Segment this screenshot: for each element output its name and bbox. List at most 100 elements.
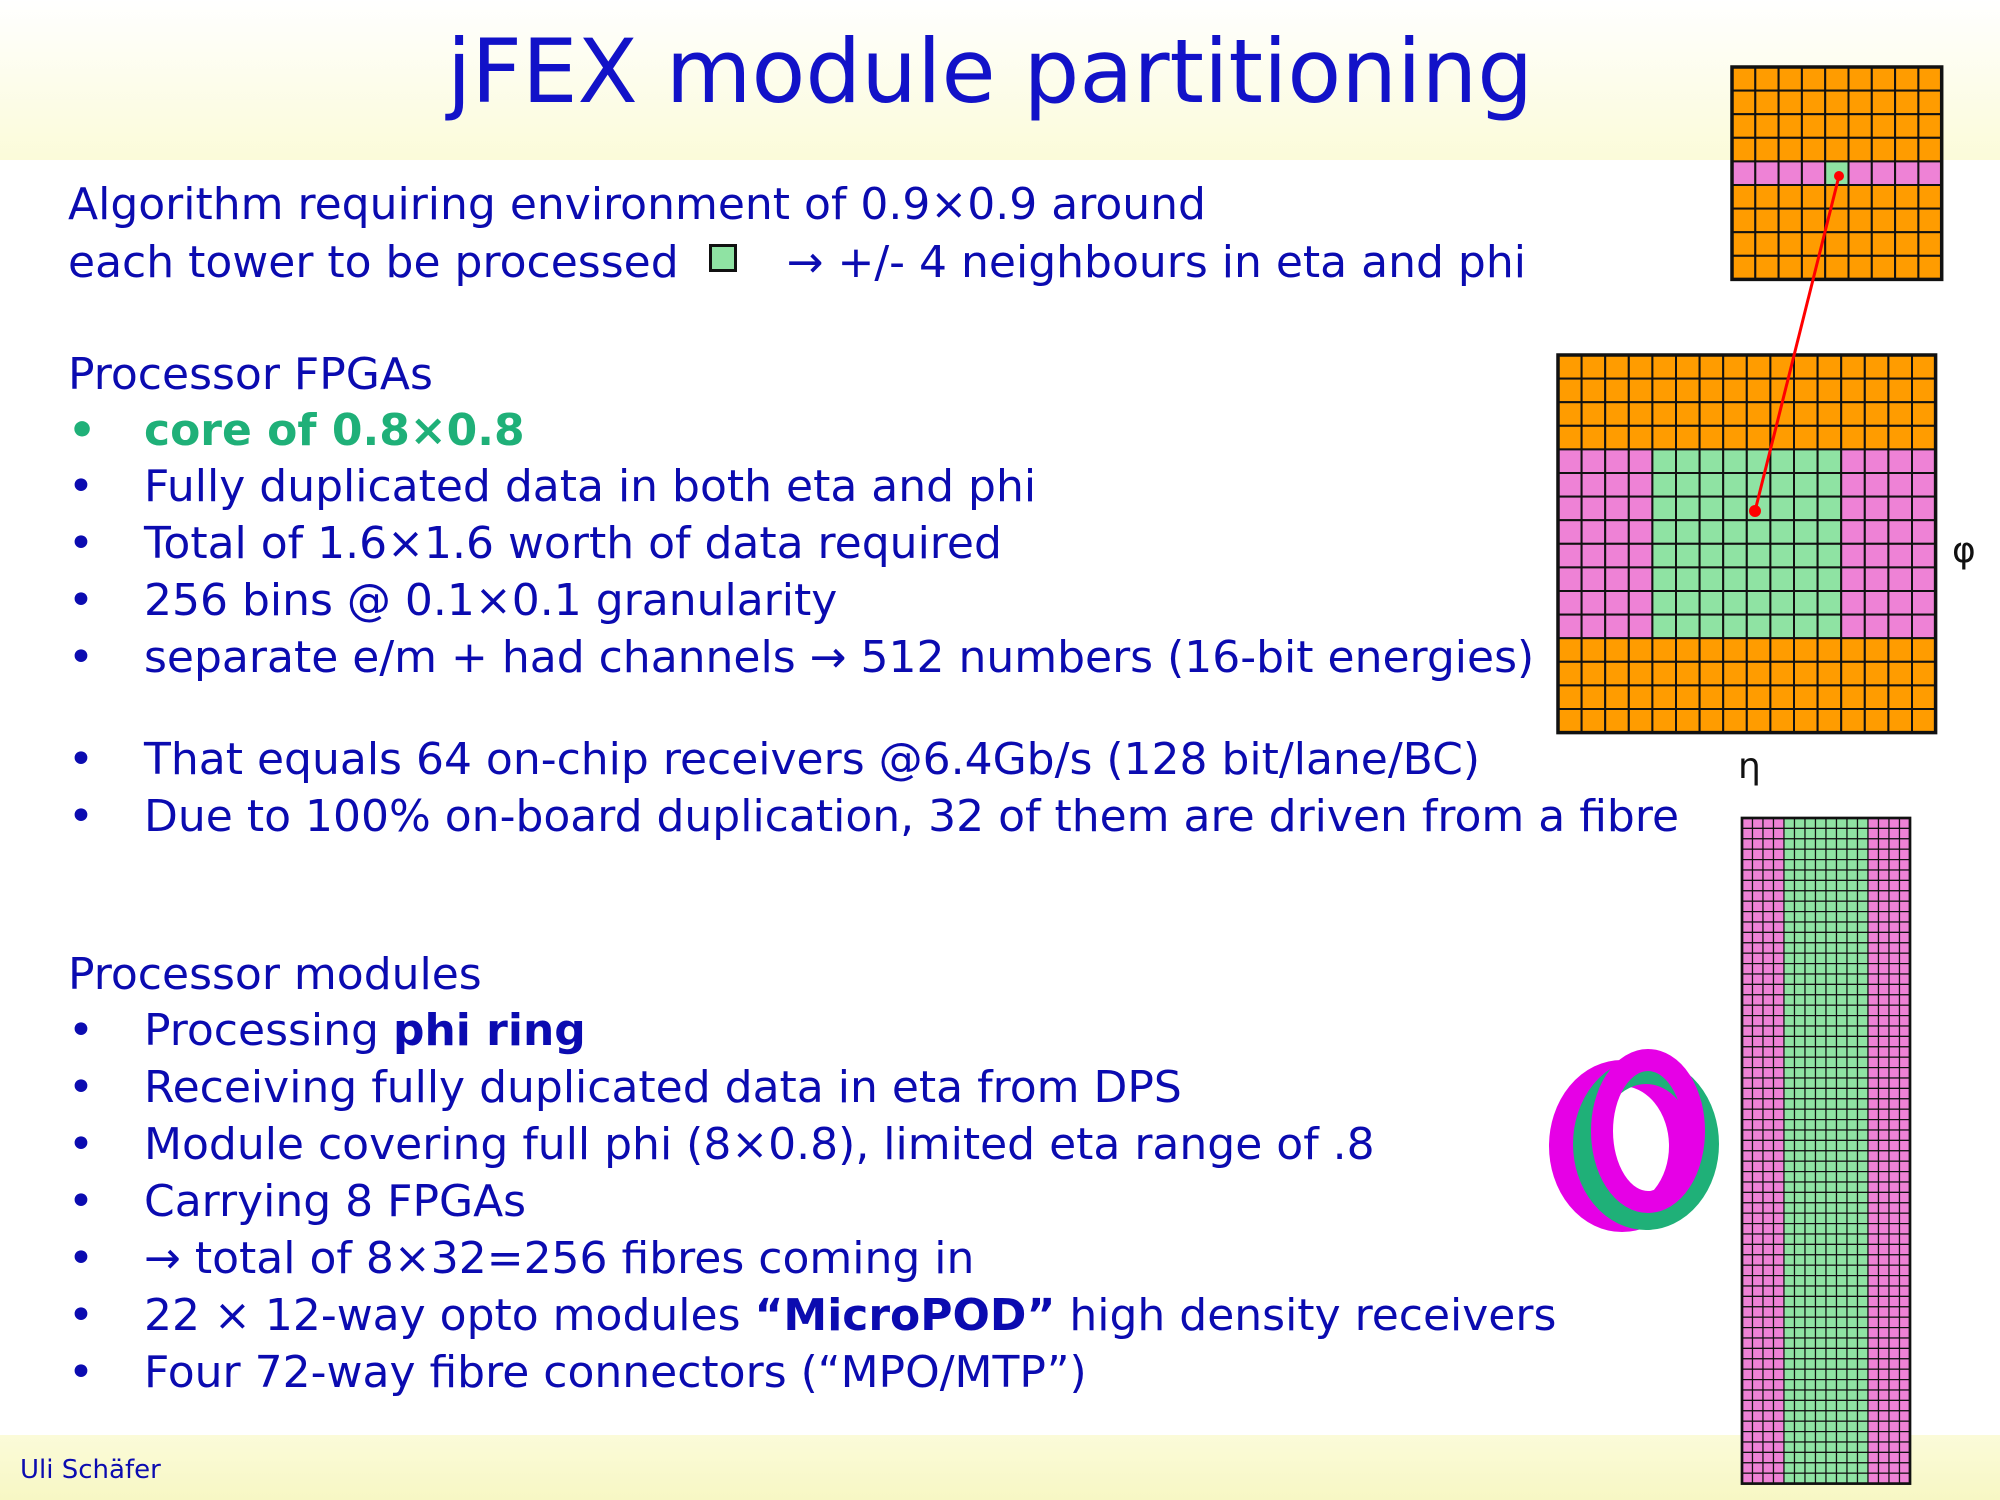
grid-cell: [1835, 1274, 1848, 1287]
grid-cell: [1783, 1212, 1796, 1225]
grid-cell: [1741, 931, 1754, 944]
grid-cell: [1825, 1316, 1838, 1329]
grid-cell: [1804, 1399, 1817, 1412]
grid-cell: [1863, 708, 1890, 734]
grid-cell: [1888, 1347, 1901, 1360]
grid-cell: [1557, 590, 1583, 616]
grid-cell: [1793, 1004, 1806, 1017]
grid-cell: [1867, 1399, 1880, 1412]
grid-cell: [1804, 1264, 1817, 1277]
grid-cell: [1772, 1118, 1785, 1131]
grid-cell: [1793, 401, 1819, 427]
grid-cell: [1888, 1035, 1901, 1048]
grid-cell: [1804, 1358, 1817, 1370]
grid-cell: [1856, 848, 1869, 861]
grid-cell: [1846, 1150, 1859, 1162]
grid-cell: [1580, 495, 1607, 522]
grid-cell: [1783, 983, 1796, 996]
grid-cell: [1847, 113, 1873, 139]
grid-cell: [1651, 495, 1678, 522]
grid-cell: [1840, 495, 1866, 522]
grid-cell: [1835, 1066, 1848, 1079]
grid-cell: [1675, 354, 1701, 380]
grid-cell: [1804, 1025, 1817, 1037]
grid-cell: [1731, 113, 1757, 139]
grid-cell: [1804, 1243, 1817, 1256]
grid-cell: [1804, 1233, 1817, 1245]
grid-cell: [1835, 1129, 1848, 1141]
grid-cell: [1762, 1285, 1775, 1297]
pointer-line: [1753, 175, 1841, 512]
grid-cell: [1783, 1368, 1796, 1381]
grid-cell: [1856, 1098, 1869, 1110]
grid-cell: [1846, 1139, 1859, 1152]
grid-cell: [1877, 1326, 1890, 1339]
grid-cell: [1824, 254, 1850, 281]
grid-cell: [1835, 1472, 1848, 1485]
grid-cell: [1846, 1014, 1859, 1027]
grid-cell: [1856, 900, 1869, 913]
grid-cell: [1898, 942, 1911, 954]
grid-cell: [1751, 1035, 1764, 1048]
grid-cell: [1814, 1264, 1827, 1277]
grid-cell: [1698, 472, 1725, 498]
grid-cell: [1877, 1129, 1890, 1141]
grid-cell: [1877, 1066, 1890, 1079]
grid-cell: [1754, 231, 1780, 257]
grid-cell: [1888, 1389, 1901, 1401]
grid-cell: [1762, 1420, 1775, 1433]
grid-cell: [1793, 890, 1806, 902]
grid-cell: [1604, 660, 1630, 687]
grid-cell: [1867, 973, 1880, 985]
grid-cell: [1816, 495, 1843, 522]
grid-cell: [1777, 113, 1803, 139]
grid-cell: [1870, 89, 1897, 116]
phi-ring-icon: [1549, 1049, 1719, 1232]
grid-cell: [1772, 1285, 1785, 1297]
grid-cell: [1698, 542, 1725, 569]
grid-cell: [1835, 1378, 1848, 1391]
grid-cell: [1772, 817, 1785, 829]
grid-cell: [1804, 848, 1817, 861]
grid-cell: [1814, 1212, 1827, 1225]
grid-cell: [1651, 424, 1678, 451]
grid-cell: [1867, 838, 1880, 850]
grid-cell: [1814, 1274, 1827, 1287]
grid-cell: [1856, 1160, 1869, 1173]
grid-cell: [1557, 684, 1583, 711]
grid-cell: [1762, 1358, 1775, 1370]
grid-cell: [1745, 542, 1772, 569]
grid-cell: [1888, 1150, 1901, 1162]
grid-cell: [1867, 1056, 1880, 1069]
grid-cell: [1856, 1046, 1869, 1058]
grid-cell: [1604, 590, 1630, 616]
grid-cell: [1751, 1139, 1764, 1152]
grid-cell: [1804, 962, 1817, 975]
grid-cell: [1814, 952, 1827, 965]
grid-cell: [1751, 1150, 1764, 1162]
grid-cell: [1888, 1285, 1901, 1297]
grid-cell: [1888, 1191, 1901, 1204]
modules-heading: Processor modules: [68, 949, 482, 1000]
grid-cell: [1751, 1472, 1764, 1485]
grid-cell: [1804, 1347, 1817, 1360]
grid-cell: [1793, 1389, 1806, 1401]
grid-cell: [1867, 1202, 1880, 1214]
grid-cell: [1769, 519, 1796, 545]
bullet-icon: •: [68, 405, 97, 456]
grid-cell: [1877, 1087, 1890, 1100]
grid-cell: [1898, 1243, 1911, 1256]
grid-cell: [1887, 660, 1914, 687]
grid-cell: [1888, 1462, 1901, 1474]
grid-cell: [1772, 1087, 1785, 1100]
grid-cell: [1793, 838, 1806, 850]
grid-cell: [1877, 1441, 1890, 1453]
grid-cell: [1898, 900, 1911, 913]
grid-cell: [1804, 1441, 1817, 1453]
grid-cell: [1856, 1441, 1869, 1453]
grid-cell: [1835, 931, 1848, 944]
grid-cell: [1741, 1472, 1754, 1485]
grid-cell: [1835, 1462, 1848, 1474]
grid-cell: [1793, 377, 1819, 404]
